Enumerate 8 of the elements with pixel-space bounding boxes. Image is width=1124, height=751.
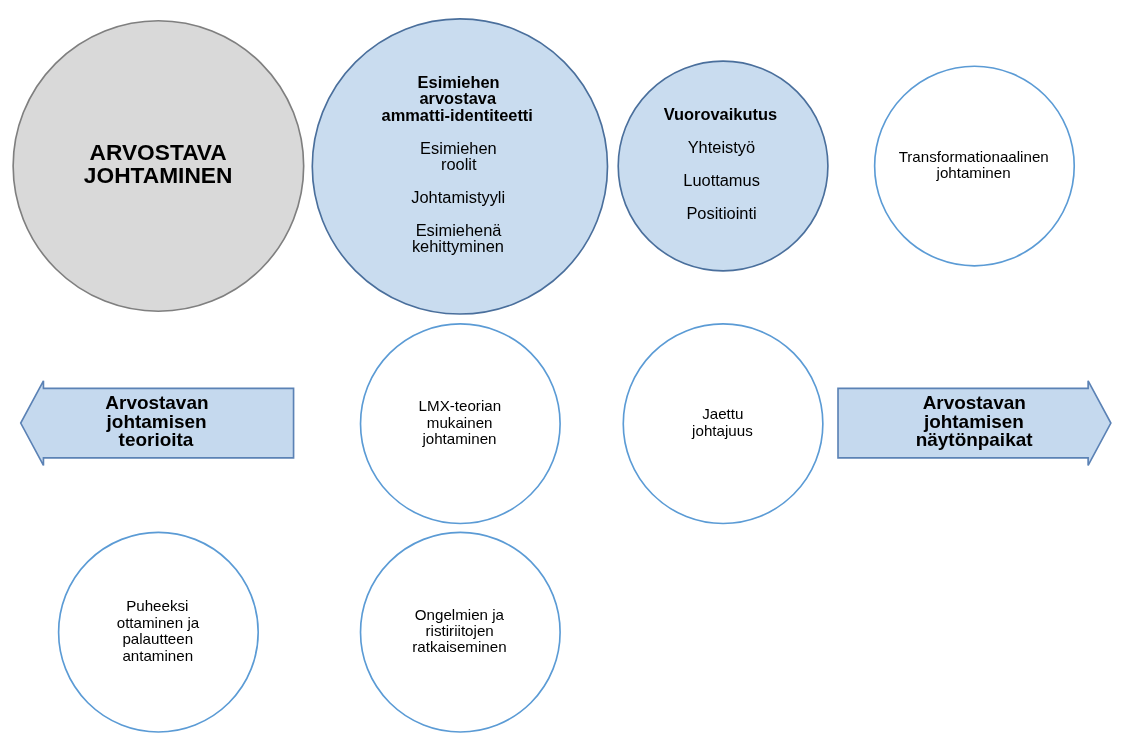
- node-circle: ARVOSTAVA JOHTAMINEN: [12, 19, 305, 313]
- node-circle: Ongelmien ja ristiriitojen ratkaiseminen: [359, 531, 561, 733]
- node-circle: Vuorovaikutus Yhteistyö Luottamus Positiointi: [617, 60, 829, 272]
- node-circle: Esimiehen arvostava ammatti-identiteetti Esimiehen roolit Johtamistyyli Esimiehenä kehittyminen: [311, 18, 609, 315]
- node-circle: Puheeksi ottaminen ja palautteen antaminen: [57, 531, 259, 733]
- node-circle: LMX-teorian mukainen johtaminen: [359, 323, 561, 525]
- node-circle: Transformationaalinen johtaminen: [873, 65, 1076, 267]
- node-circle: Jaettu johtajuus: [622, 323, 824, 525]
